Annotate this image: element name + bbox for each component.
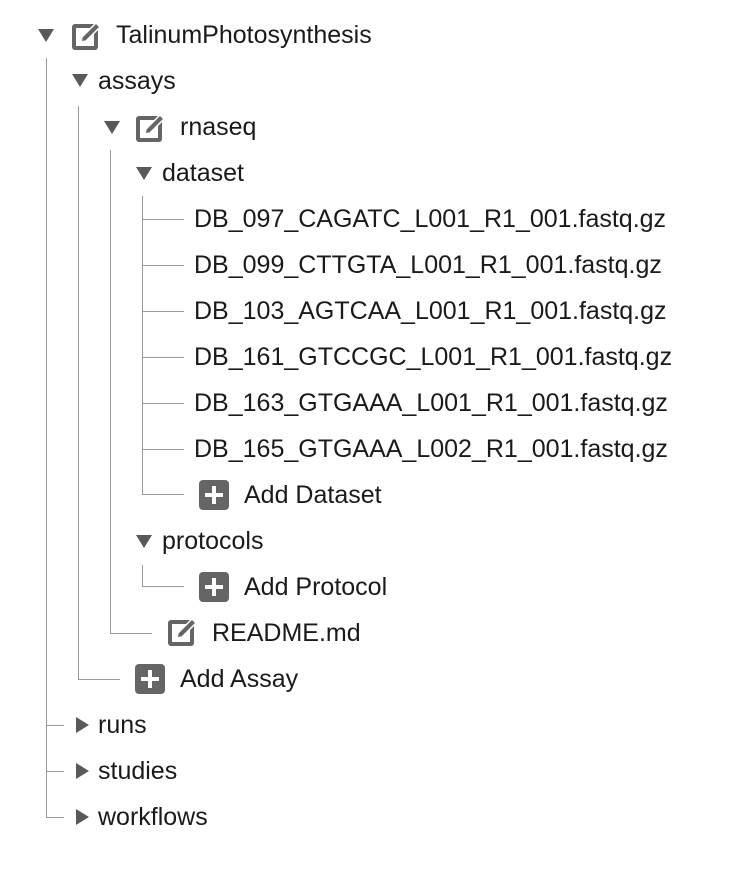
file-name: DB_161_GTCCGC_L001_R1_001.fastq.gz [194,343,673,371]
file-name: DB_165_GTGAAA_L002_R1_001.fastq.gz [194,435,668,463]
file-item[interactable]: DB_099_CTTGTA_L001_R1_001.fastq.gz [194,245,662,285]
guide-line [142,357,184,358]
button-label: Add Protocol [244,573,388,601]
guide-line [142,311,184,312]
node-label: rnaseq [180,113,257,141]
guide-line [46,725,64,726]
add-assay-button[interactable]: Add Assay [180,659,298,699]
plus-icon[interactable] [198,571,230,603]
node-label: TalinumPhotosynthesis [116,21,372,49]
guide-line [142,449,184,450]
file-item[interactable]: DB_163_GTGAAA_L001_R1_001.fastq.gz [194,383,668,423]
node-label: workflows [98,803,208,831]
button-label: Add Assay [180,665,299,693]
tree-node-workflows[interactable]: workflows [98,797,208,837]
guide-line [142,403,184,404]
guide-line [142,265,184,266]
file-item[interactable]: DB_161_GTCCGC_L001_R1_001.fastq.gz [194,337,672,377]
edit-icon[interactable] [70,18,104,52]
guide-line [46,58,47,818]
file-name: DB_103_AGTCAA_L001_R1_001.fastq.gz [194,297,667,325]
node-label: protocols [162,527,264,555]
node-label: assays [98,67,176,95]
node-label: studies [98,757,178,785]
chevron-down-icon[interactable] [136,167,152,180]
add-dataset-button[interactable]: Add Dataset [244,475,382,515]
chevron-down-icon[interactable] [136,535,152,548]
edit-icon[interactable] [134,110,168,144]
file-name: DB_097_CAGATC_L001_R1_001.fastq.gz [194,205,667,233]
guide-line [142,586,184,587]
tree-node-assays[interactable]: assays [98,61,176,101]
button-label: Add Dataset [244,481,382,509]
guide-line [142,494,184,495]
tree-node-runs[interactable]: runs [98,705,147,745]
tree-node-protocols[interactable]: protocols [162,521,263,561]
add-protocol-button[interactable]: Add Protocol [244,567,387,607]
tree-node-studies[interactable]: studies [98,751,177,791]
chevron-down-icon[interactable] [38,29,54,42]
guide-line [142,565,143,586]
edit-icon[interactable] [166,614,200,648]
guide-line [46,817,64,818]
chevron-right-icon[interactable] [76,763,89,779]
readme-file[interactable]: README.md [212,613,361,653]
file-item[interactable]: DB_097_CAGATC_L001_R1_001.fastq.gz [194,199,666,239]
chevron-down-icon[interactable] [72,74,88,87]
plus-icon[interactable] [198,479,230,511]
file-item[interactable]: DB_103_AGTCAA_L001_R1_001.fastq.gz [194,291,667,331]
tree-node-dataset[interactable]: dataset [162,153,244,193]
file-item[interactable]: DB_165_GTGAAA_L002_R1_001.fastq.gz [194,429,668,469]
file-name: DB_099_CTTGTA_L001_R1_001.fastq.gz [194,251,662,279]
guide-line [142,219,184,220]
tree-node-rnaseq[interactable]: rnaseq [180,107,256,147]
node-label: runs [98,711,147,739]
tree-node-root[interactable]: TalinumPhotosynthesis [116,15,372,55]
guide-line [46,771,64,772]
node-label: dataset [162,159,245,187]
chevron-right-icon[interactable] [76,809,89,825]
chevron-down-icon[interactable] [104,121,120,134]
file-name: DB_163_GTGAAA_L001_R1_001.fastq.gz [194,389,668,417]
plus-icon[interactable] [134,663,166,695]
guide-line [78,106,79,679]
chevron-right-icon[interactable] [76,717,89,733]
guide-line [142,196,143,494]
guide-line [110,633,152,634]
guide-line [78,679,120,680]
guide-line [110,150,111,633]
file-name: README.md [212,619,361,647]
